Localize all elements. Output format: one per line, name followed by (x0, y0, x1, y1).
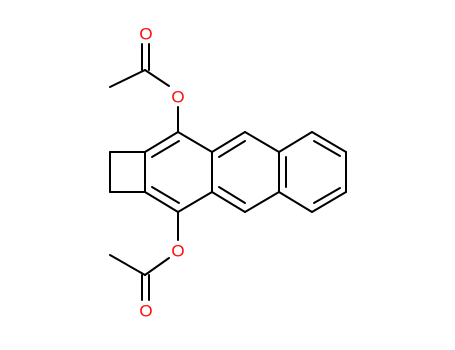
bond-ring-c-4 (311, 191, 347, 213)
top-ester-oxygen-label: O (171, 88, 184, 107)
bond-ring-b-1 (211, 131, 246, 153)
bond-ring-c-4-inner (313, 187, 341, 204)
atom-labels: O O O O (139, 25, 184, 321)
bond-bottom-methyl-carbonyl (109, 254, 146, 276)
bond-top-carbonyl-ester-oxygen (144, 69, 170, 87)
bond-ring-a-5 (144, 191, 179, 213)
bond-ring-c-5 (278, 191, 313, 213)
bond-ring-b-1-inner (218, 140, 246, 158)
bond-ring-a-5-inner (151, 186, 180, 204)
bond-ring-a-1 (144, 131, 179, 153)
bond-ring-c-2-inner (313, 140, 341, 157)
top-carbonyl-oxygen-label: O (139, 25, 152, 44)
bond-ring-a-1-inner (151, 140, 180, 158)
bond-ring-b-4 (244, 191, 280, 213)
bottom-carbonyl-oxygen-label: O (139, 302, 152, 321)
bond-ring-a-2 (177, 131, 213, 153)
bond-ring-c-2 (311, 131, 347, 153)
bond-ring-a-4 (177, 191, 213, 213)
bond-ring-b-2 (244, 131, 280, 153)
bond-ring-b-5 (211, 191, 246, 213)
bond-bottom-ester-oxygen-carbonyl (144, 257, 170, 276)
bottom-ester-oxygen-label: O (171, 242, 184, 261)
bonds (109, 43, 347, 301)
bond-ring-b-5-inner (218, 186, 246, 204)
bond-ring-c-1 (278, 131, 313, 153)
bond-top-methyl-carbonyl (109, 69, 146, 88)
